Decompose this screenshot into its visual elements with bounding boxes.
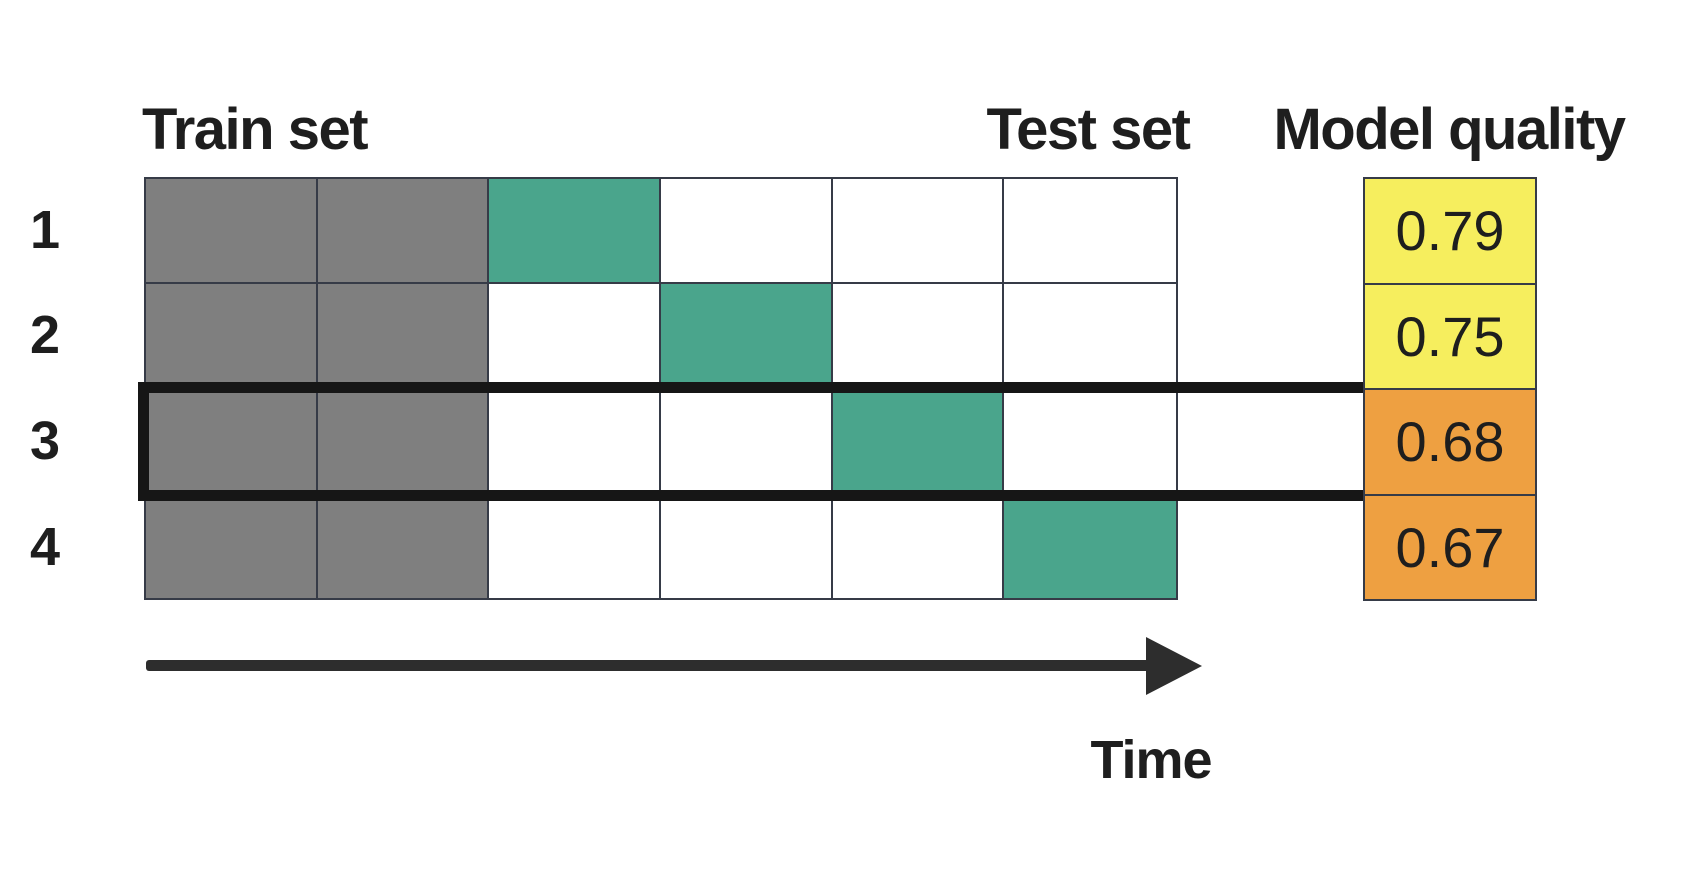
- grid-cell-r3c6: [1004, 388, 1176, 494]
- grid-cell-r2c5: [832, 283, 1005, 389]
- quality-value-fold-4: 0.67: [1365, 495, 1535, 599]
- grid-cell-r1c4: [661, 179, 833, 284]
- grid-cell-r3c3: [489, 388, 661, 494]
- grid-cell-r2c2: [317, 283, 490, 389]
- grid-cell-r4c4: [661, 493, 833, 598]
- test-set-label: Test set: [986, 97, 1191, 162]
- model-quality-label: Model quality: [1273, 97, 1626, 162]
- grid-cell-r2c6: [1004, 283, 1176, 389]
- grid-cell-r4c2: [317, 493, 490, 598]
- grid-cell-r4c1: [146, 493, 318, 598]
- grid-cell-r4c3: [489, 493, 661, 598]
- grid-cell-r3c2: [317, 388, 490, 494]
- grid-cell-r1c1: [146, 179, 318, 284]
- grid-cell-r1c2: [317, 179, 490, 284]
- grid-cell-r2c3: [489, 283, 661, 389]
- grid-cell-r1c3: [489, 179, 661, 284]
- quality-value-fold-2: 0.75: [1365, 284, 1535, 390]
- train-set-label: Train set: [142, 97, 369, 162]
- fold-number-2: 2: [29, 305, 61, 365]
- cv-grid: [144, 177, 1178, 600]
- model-quality-column: 0.79 0.75 0.68 0.67: [1363, 177, 1537, 601]
- grid-cell-r2c4: [661, 283, 833, 389]
- time-arrow-shaft: [146, 660, 1152, 671]
- grid-cell-r1c6: [1004, 179, 1176, 284]
- grid-cell-r4c6: [1004, 493, 1176, 598]
- grid-cell-r1c5: [832, 179, 1005, 284]
- quality-value-fold-3: 0.68: [1365, 390, 1535, 496]
- quality-value-fold-1: 0.79: [1365, 179, 1535, 285]
- grid-cell-r3c1: [146, 388, 318, 494]
- grid-cell-r2c1: [146, 283, 318, 389]
- time-arrow-head-icon: [1146, 637, 1202, 695]
- grid-cell-r3c4: [661, 388, 833, 494]
- fold-number-1: 1: [29, 200, 61, 260]
- time-axis-label: Time: [1090, 730, 1212, 790]
- grid-cell-r4c5: [832, 493, 1005, 598]
- grid-cell-r3c5: [832, 388, 1005, 494]
- fold-number-4: 4: [29, 517, 61, 577]
- fold-number-3: 3: [29, 411, 61, 471]
